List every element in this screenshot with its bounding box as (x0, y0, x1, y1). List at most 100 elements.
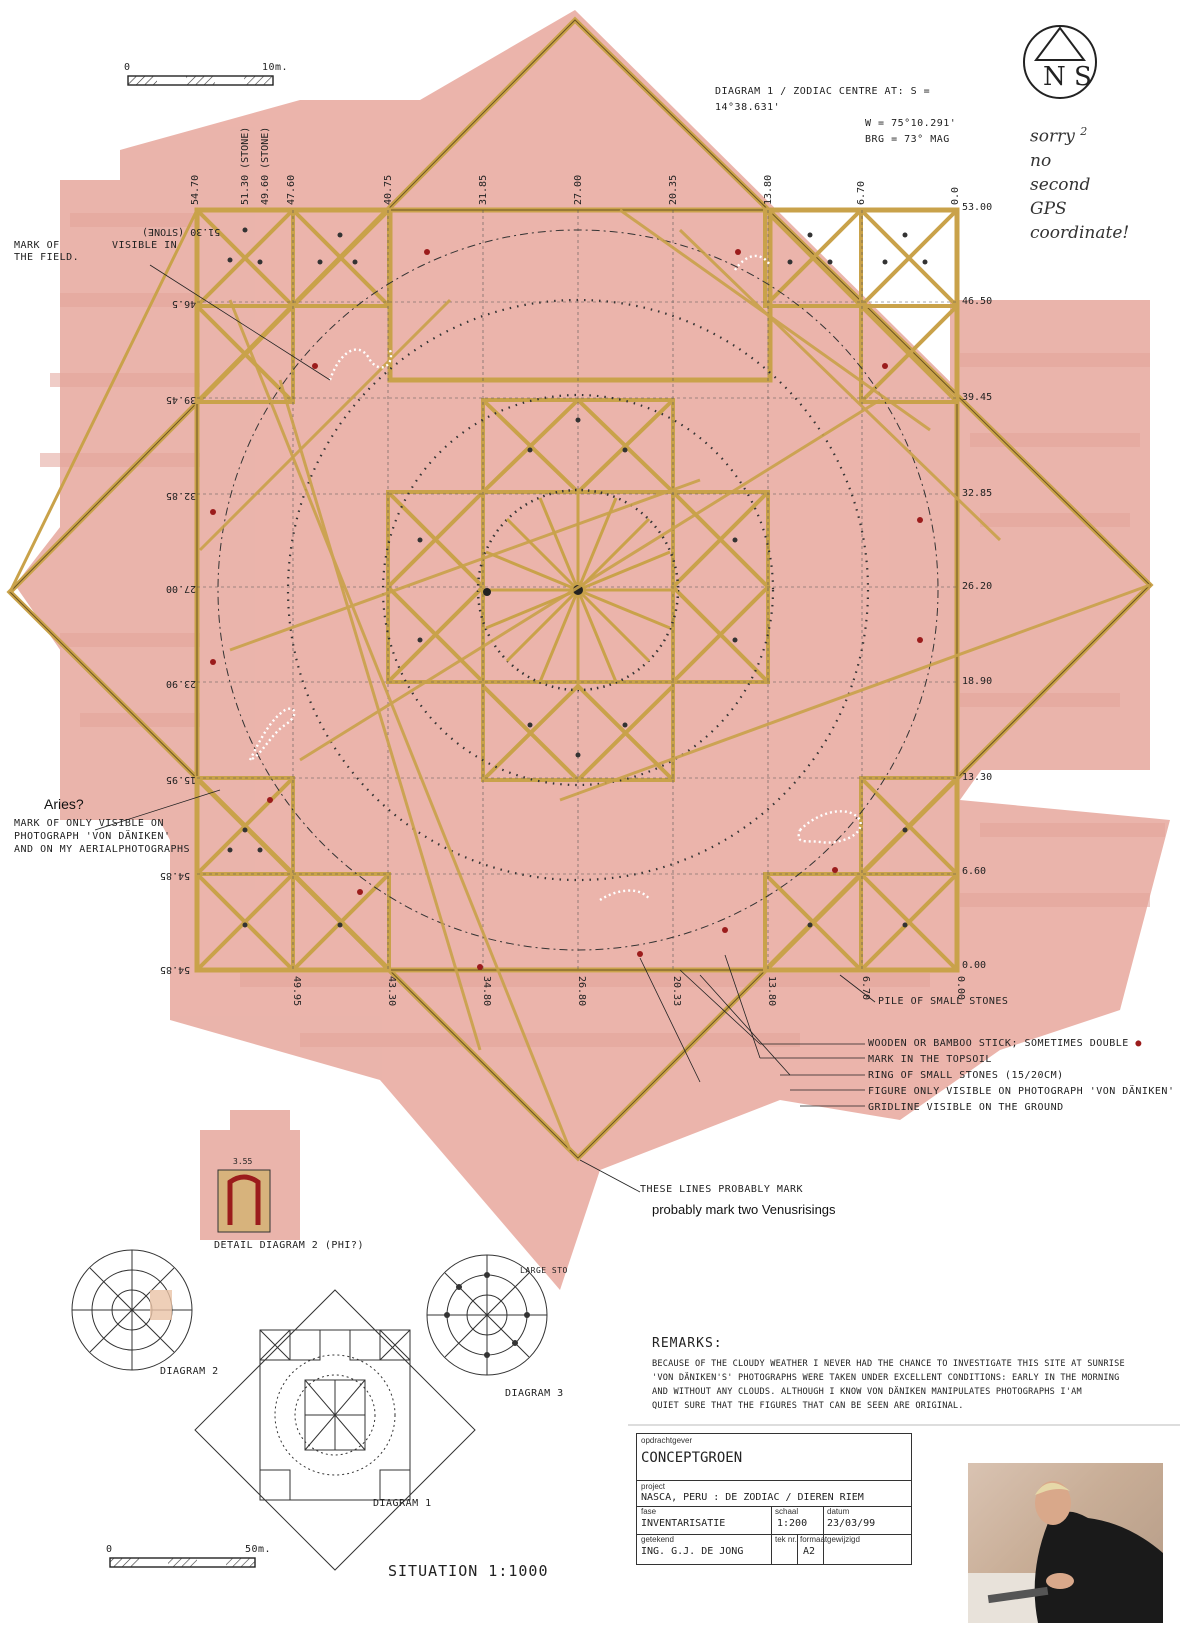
tb-project: NASCA, PERU : DE ZODIAC / DIEREN RIEM (641, 1492, 864, 1503)
left-coord-1: 46.5 (172, 298, 197, 309)
scale-top-start: 0 (124, 62, 131, 73)
top-coord-8: 13.80 (763, 174, 774, 205)
aries-l3: AND ON MY AERIALPHOTOGRAPHS (14, 844, 191, 855)
right-coord-0: 53.00 (962, 202, 993, 213)
remarks-l1: BECAUSE OF THE CLOUDY WEATHER I NEVER HA… (652, 1359, 1125, 1369)
sorry-l3: no (1030, 150, 1052, 171)
stone-piles (227, 227, 928, 928)
tb-fase: INVENTARISATIE (641, 1518, 726, 1529)
bottom-coord-1: 43.30 (386, 976, 397, 1007)
legend-item-gridline: GRIDLINE VISIBLE ON THE GROUND (868, 1102, 1064, 1113)
bottom-coord-3: 26.80 (576, 976, 587, 1007)
legend-pile: PILE OF SMALL STONES (878, 996, 1009, 1007)
right-coord-1: 46.50 (962, 296, 993, 307)
left-coord-0: 51.30 (STONE) (142, 226, 221, 237)
sorry-l4: second (1030, 174, 1091, 195)
scale-bottom-end: 50m. (245, 1544, 272, 1555)
left-coord-4: 27.00 (166, 583, 197, 594)
small-diagram-1 (194, 1289, 476, 1571)
top-coord-3: 47.60 (286, 174, 297, 205)
sorry-l6: coordinate! (1030, 222, 1130, 243)
remarks-l2: 'VON DÄNIKEN'S' PHOTOGRAPHS WERE TAKEN U… (652, 1373, 1120, 1383)
legend: WOODEN OR BAMBOO STICK; SOMETIMES DOUBLE… (868, 1036, 1174, 1116)
right-coord-7: 6.60 (962, 866, 987, 877)
large-stone-label: LARGE STO (520, 1266, 568, 1275)
remarks-body: BECAUSE OF THE CLOUDY WEATHER I NEVER HA… (652, 1357, 1187, 1413)
remarks-l4: QUIET SURE THAT THE FIGURES THAT CAN BE … (652, 1401, 964, 1411)
tb-gewijzigd-label: gewijzigd (827, 1535, 860, 1544)
title-line-3: BRG = 73° MAG (865, 134, 950, 145)
aries-l2: PHOTOGRAPH 'VON DÄNIKEN' (14, 831, 171, 842)
aries-l1: MARK OF ONLY VISIBLE ON (14, 818, 164, 829)
tb-datum: 23/03/99 (827, 1518, 876, 1529)
right-coord-2: 39.45 (962, 392, 993, 403)
sorry-l1: sorry (1030, 126, 1075, 147)
bottom-coord-5: 13.80 (766, 976, 777, 1007)
top-coord-10: 0.0 (950, 186, 961, 205)
lines-note-2: probably mark two Venusrisings (652, 1202, 836, 1217)
right-coord-4: 26.20 (962, 581, 993, 592)
top-coord-7: 20.35 (668, 174, 679, 205)
lines-note-1: THESE LINES PROBABLY MARK (640, 1184, 804, 1195)
tb-formaat-label: formaat (800, 1535, 828, 1544)
detail-diagram-2 (217, 1169, 271, 1233)
bottom-scale-bar (109, 1557, 256, 1568)
tb-schaal: 1:200 (777, 1518, 808, 1529)
legend-item-ring: RING OF SMALL STONES (15/20CM) (868, 1070, 1064, 1081)
detail-label: DETAIL DIAGRAM 2 (PHI?) (214, 1240, 364, 1251)
top-coord-0: 54.70 (190, 174, 201, 205)
remarks-title: REMARKS: (652, 1336, 723, 1351)
aries-note: MARK OF ONLY VISIBLE ON PHOTOGRAPH 'VON … (14, 817, 190, 856)
tb-schaal-label: schaal (775, 1507, 799, 1516)
stick-marker-icon: ● (1135, 1038, 1142, 1049)
legend-item-stick: WOODEN OR BAMBOO STICK; SOMETIMES DOUBLE… (868, 1038, 1142, 1049)
tb-formaat: A2 (803, 1546, 816, 1557)
north-arrow-compass (1023, 25, 1097, 99)
leader-lines (94, 264, 876, 1193)
diagram-3-label: DIAGRAM 3 (505, 1388, 564, 1399)
diagram-title: DIAGRAM 1 / ZODIAC CENTRE AT: S = 14°38.… (715, 84, 985, 148)
compass-letters: N S (1043, 62, 1092, 92)
title-line-2: W = 75°10.291' (865, 118, 957, 129)
title-block: opdrachtgever CONCEPTGROEN project NASCA… (636, 1433, 912, 1565)
sight-lines (198, 208, 1151, 1151)
diagram-1-label: DIAGRAM 1 (373, 1498, 432, 1509)
tb-fase-label: fase (641, 1507, 657, 1516)
top-coord-2: 49.60 (STONE) (260, 126, 271, 205)
scale-top-end: 10m. (262, 62, 289, 73)
top-coord-4: 40.75 (383, 174, 394, 205)
top-coord-1: 51.30 (STONE) (240, 126, 251, 205)
aries-label: Aries? (44, 796, 84, 812)
mark-field-label: MARK OF THE FIELD. (14, 240, 80, 263)
sorry-l5: GPS (1030, 198, 1067, 219)
tb-getekend: ING. G.J. DE JONG (641, 1546, 744, 1557)
detail-dim: 3.55 (233, 1157, 253, 1166)
mark-field-visible: VISIBLE IN (112, 240, 178, 251)
bottom-coord-4: 20.33 (671, 976, 682, 1007)
figure-outlines (248, 254, 862, 902)
left-coord-5: 23.90 (166, 678, 197, 689)
left-coord-2: 39.45 (166, 394, 197, 405)
top-coord-6: 27.00 (573, 174, 584, 205)
left-coord-8: 54.85 (160, 964, 191, 975)
top-coord-5: 31.85 (478, 174, 489, 205)
scale-bottom-start: 0 (106, 1544, 113, 1555)
remarks: REMARKS: BECAUSE OF THE CLOUDY WEATHER I… (652, 1336, 1187, 1413)
sorry-note: sorry 2 no second GPS coordinate! (1030, 120, 1180, 245)
tb-teknr-label: tek nr. (775, 1535, 797, 1544)
legend-item-mark: MARK IN THE TOPSOIL (868, 1054, 992, 1065)
tb-opdrachtgever-label: opdrachtgever (641, 1436, 693, 1445)
tb-project-label: project (641, 1482, 666, 1491)
top-scale-bar (127, 75, 274, 86)
title-line-1: DIAGRAM 1 / ZODIAC CENTRE AT: S = 14°38.… (715, 86, 931, 113)
bottom-coord-6: 6.70 (860, 976, 871, 1001)
bottom-coord-2: 34.80 (481, 976, 492, 1007)
tb-datum-label: datum (827, 1507, 850, 1516)
small-diagram-2 (71, 1249, 193, 1371)
situation-scale: SITUATION 1:1000 (388, 1562, 549, 1580)
diagram-2-label: DIAGRAM 2 (160, 1366, 219, 1377)
stick-markers (210, 249, 923, 970)
remarks-l3: AND WITHOUT ANY CLOUDS. ALTHOUGH I KNOW … (652, 1387, 1082, 1397)
left-coord-6: 15.95 (166, 774, 197, 785)
